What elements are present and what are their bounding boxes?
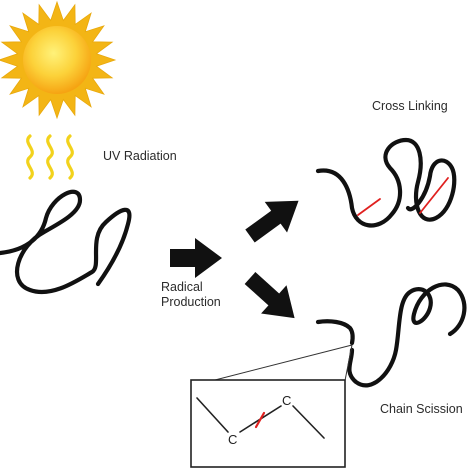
inset-frame (190, 379, 346, 468)
polymer-chain (0, 189, 132, 294)
cross-links (357, 177, 449, 216)
arrow-up-right (245, 200, 299, 243)
chain-fragment-right (347, 282, 467, 388)
radical-label-line1: Radical (161, 280, 203, 294)
radical-production-label: Radical Production (161, 280, 221, 310)
arrow-down-right (244, 272, 295, 319)
uv-wave-3 (66, 134, 74, 180)
uv-wave-1 (26, 134, 34, 180)
uv-wave-icon (26, 134, 74, 180)
crosslinked-chain (315, 137, 457, 228)
inset-bond-1 (196, 397, 229, 433)
radical-label-line2: Production (161, 295, 221, 309)
sun-icon (0, 0, 117, 120)
scission-inset: C C (190, 379, 346, 468)
chain-scission-label: Chain Scission (380, 402, 463, 416)
uv-wave-2 (46, 134, 54, 180)
atom-left: C (228, 432, 237, 447)
cross-linking-label: Cross Linking (372, 99, 448, 113)
uv-radiation-label: UV Radiation (103, 149, 177, 163)
cross-link-2 (419, 177, 449, 214)
chain-fragment-left (315, 319, 355, 346)
arrow-icon (170, 200, 299, 319)
bond-break-mark (254, 411, 266, 429)
sun-core (23, 26, 91, 94)
scissioned-chain (315, 282, 467, 388)
callout-line-top (214, 344, 353, 381)
arrow-right (170, 238, 222, 278)
inset-bond-3 (292, 405, 325, 439)
cross-link-1 (357, 198, 381, 216)
atom-right: C (282, 393, 291, 408)
